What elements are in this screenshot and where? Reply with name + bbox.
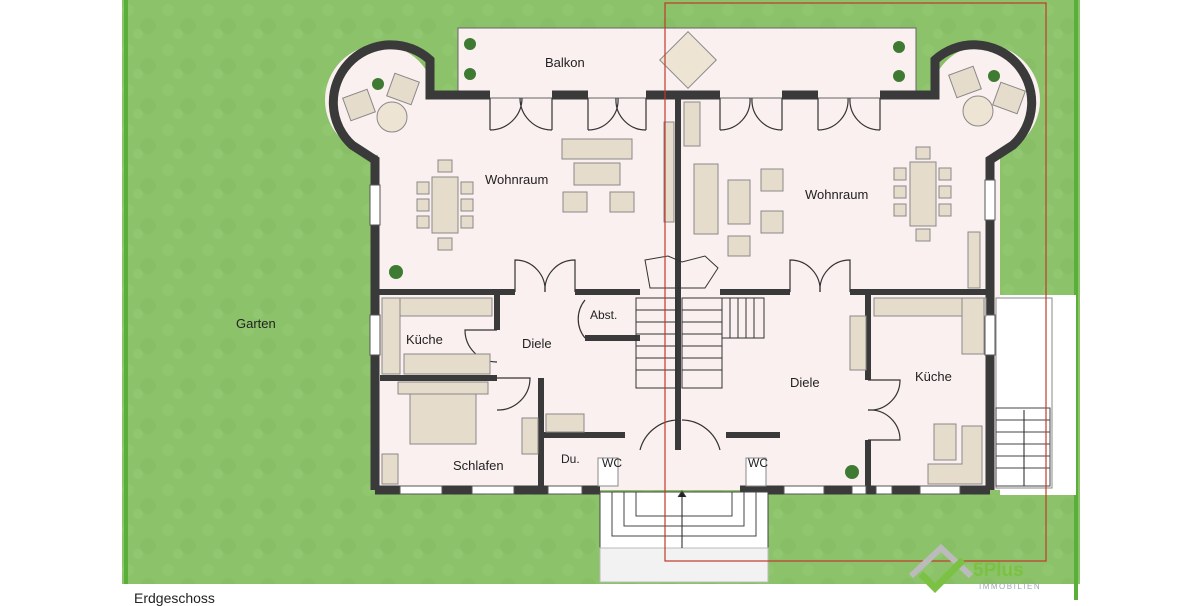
windows (369, 179, 996, 495)
logo-subtitle: IMMOBILIEN (979, 582, 1042, 591)
room-label-diele-right: Diele (790, 375, 820, 390)
property-line (664, 2, 1047, 562)
room-label-kueche-right: Küche (915, 369, 952, 384)
doors (464, 97, 901, 451)
room-label-balkon: Balkon (545, 55, 585, 70)
room-label-garten: Garten (236, 316, 276, 331)
entrance-steps (599, 490, 769, 583)
side-terrace (995, 297, 1053, 489)
room-label-schlafen: Schlafen (453, 458, 504, 473)
room-label-wc-right: WC (748, 456, 768, 470)
interior-walls (375, 95, 990, 490)
room-label-abst: Abst. (590, 308, 617, 322)
room-labels: Balkon Wohnraum Wohnraum Garten Küche Kü… (236, 55, 952, 473)
room-label-wohnraum-left: Wohnraum (485, 172, 548, 187)
room-label-wc-left: WC (602, 456, 622, 470)
room-label-du: Du. (561, 452, 580, 466)
floor-label: Erdgeschoss (134, 590, 215, 606)
furniture (342, 31, 1026, 487)
company-logo: 5Plus IMMOBILIEN (905, 540, 1055, 598)
logo-brand-text: 5Plus (973, 560, 1024, 581)
room-label-kueche-left: Küche (406, 332, 443, 347)
room-label-diele-left: Diele (522, 336, 552, 351)
house-check-icon (908, 543, 974, 593)
room-label-wohnraum-right: Wohnraum (805, 187, 868, 202)
staircase (635, 255, 765, 389)
plants (372, 38, 1000, 479)
